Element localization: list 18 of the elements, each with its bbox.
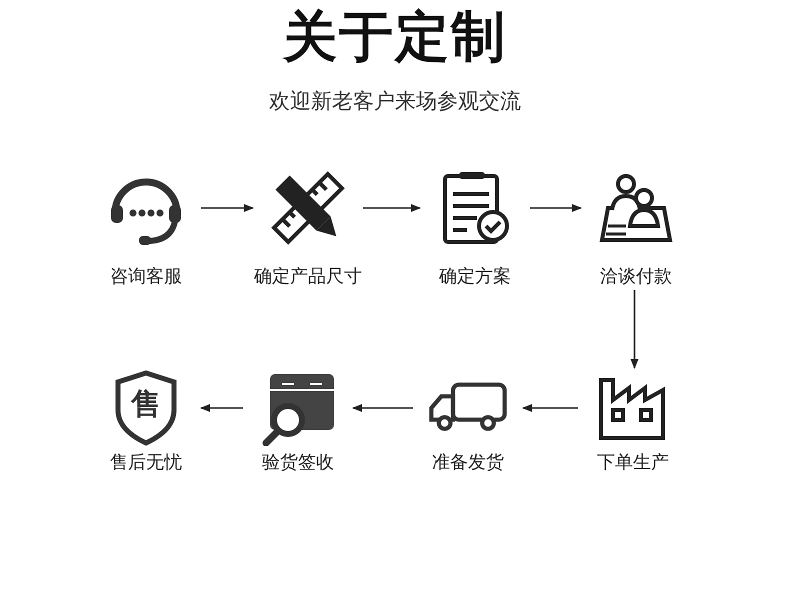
arrow <box>630 290 638 369</box>
arrow <box>363 204 421 212</box>
title: 关于定制 <box>283 4 507 70</box>
step-label: 售后无忧 <box>110 451 182 475</box>
step-label: 下单生产 <box>597 451 669 475</box>
arrow <box>201 204 254 212</box>
step-label: 确定产品尺寸 <box>254 265 362 289</box>
step-label: 洽谈付款 <box>600 265 672 289</box>
step-label: 确定方案 <box>439 265 511 289</box>
arrow <box>522 404 578 412</box>
arrow <box>352 404 413 412</box>
step-label: 准备发货 <box>432 451 504 475</box>
step-label: 咨询客服 <box>110 265 182 289</box>
arrow <box>530 204 582 212</box>
step-label: 验货签收 <box>262 451 334 475</box>
subtitle: 欢迎新老客户来场参观交流 <box>269 88 521 115</box>
icon-glyph: 售 <box>131 388 161 421</box>
arrow <box>200 404 243 412</box>
